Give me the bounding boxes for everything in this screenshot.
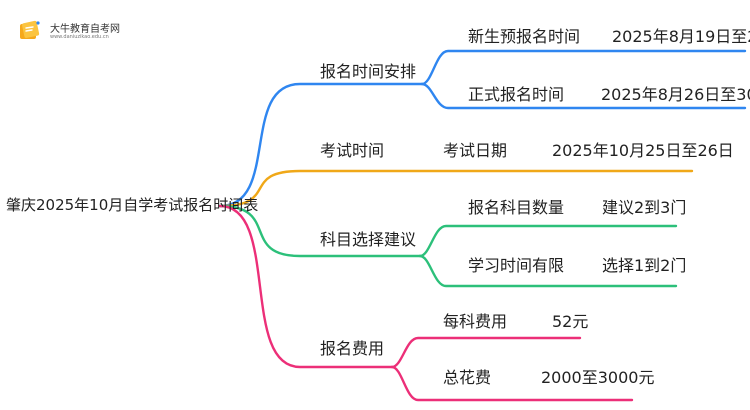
book-logo-icon — [20, 20, 40, 39]
branch-subjects-edge — [218, 204, 422, 258]
item-value: 2025年10月25日至26日 — [552, 141, 734, 160]
leaf-edge — [420, 82, 747, 110]
logo-url: www.daniuzikao.edu.cn — [50, 34, 109, 40]
branch-schedule-label: 报名时间安排 — [320, 62, 417, 81]
branch-exam-label: 考试时间 — [320, 141, 385, 160]
leaf-edge — [390, 365, 634, 402]
branch-schedule-edge — [218, 82, 424, 208]
leaf-edge — [418, 254, 678, 288]
branch-fees-edge — [218, 204, 394, 369]
leaf-edge — [390, 336, 582, 369]
item-name: 正式报名时间 — [468, 85, 565, 104]
item-name: 新生预报名时间 — [468, 27, 581, 46]
item-value: 52元 — [552, 312, 589, 331]
logo-title: 大牛教育自考网 — [50, 24, 120, 35]
item-name: 学习时间有限 — [468, 256, 565, 275]
item-value: 建议2到3门 — [602, 198, 687, 217]
item-name: 报名科目数量 — [468, 198, 565, 217]
item-name: 总花费 — [443, 368, 492, 387]
item-value: 选择1到2门 — [602, 256, 687, 275]
leaf-edge — [418, 224, 678, 258]
item-name: 每科费用 — [443, 312, 508, 331]
item-value: 2025年8月26日至30日 — [601, 85, 750, 104]
item-value: 2000至3000元 — [541, 368, 655, 387]
root-node-label: 肇庆2025年10月自学考试报名时间表 — [6, 196, 259, 214]
branch-fees-label: 报名费用 — [320, 339, 385, 358]
leaf-edge — [420, 49, 747, 86]
site-logo[interactable]: 大牛教育自考网 www.daniuzikao.edu.cn — [18, 16, 138, 48]
item-name: 考试日期 — [443, 141, 508, 160]
branch-subjects-label: 科目选择建议 — [320, 230, 417, 249]
item-value: 2025年8月19日至22日 — [612, 27, 750, 46]
branch-exam-edge — [218, 169, 694, 208]
